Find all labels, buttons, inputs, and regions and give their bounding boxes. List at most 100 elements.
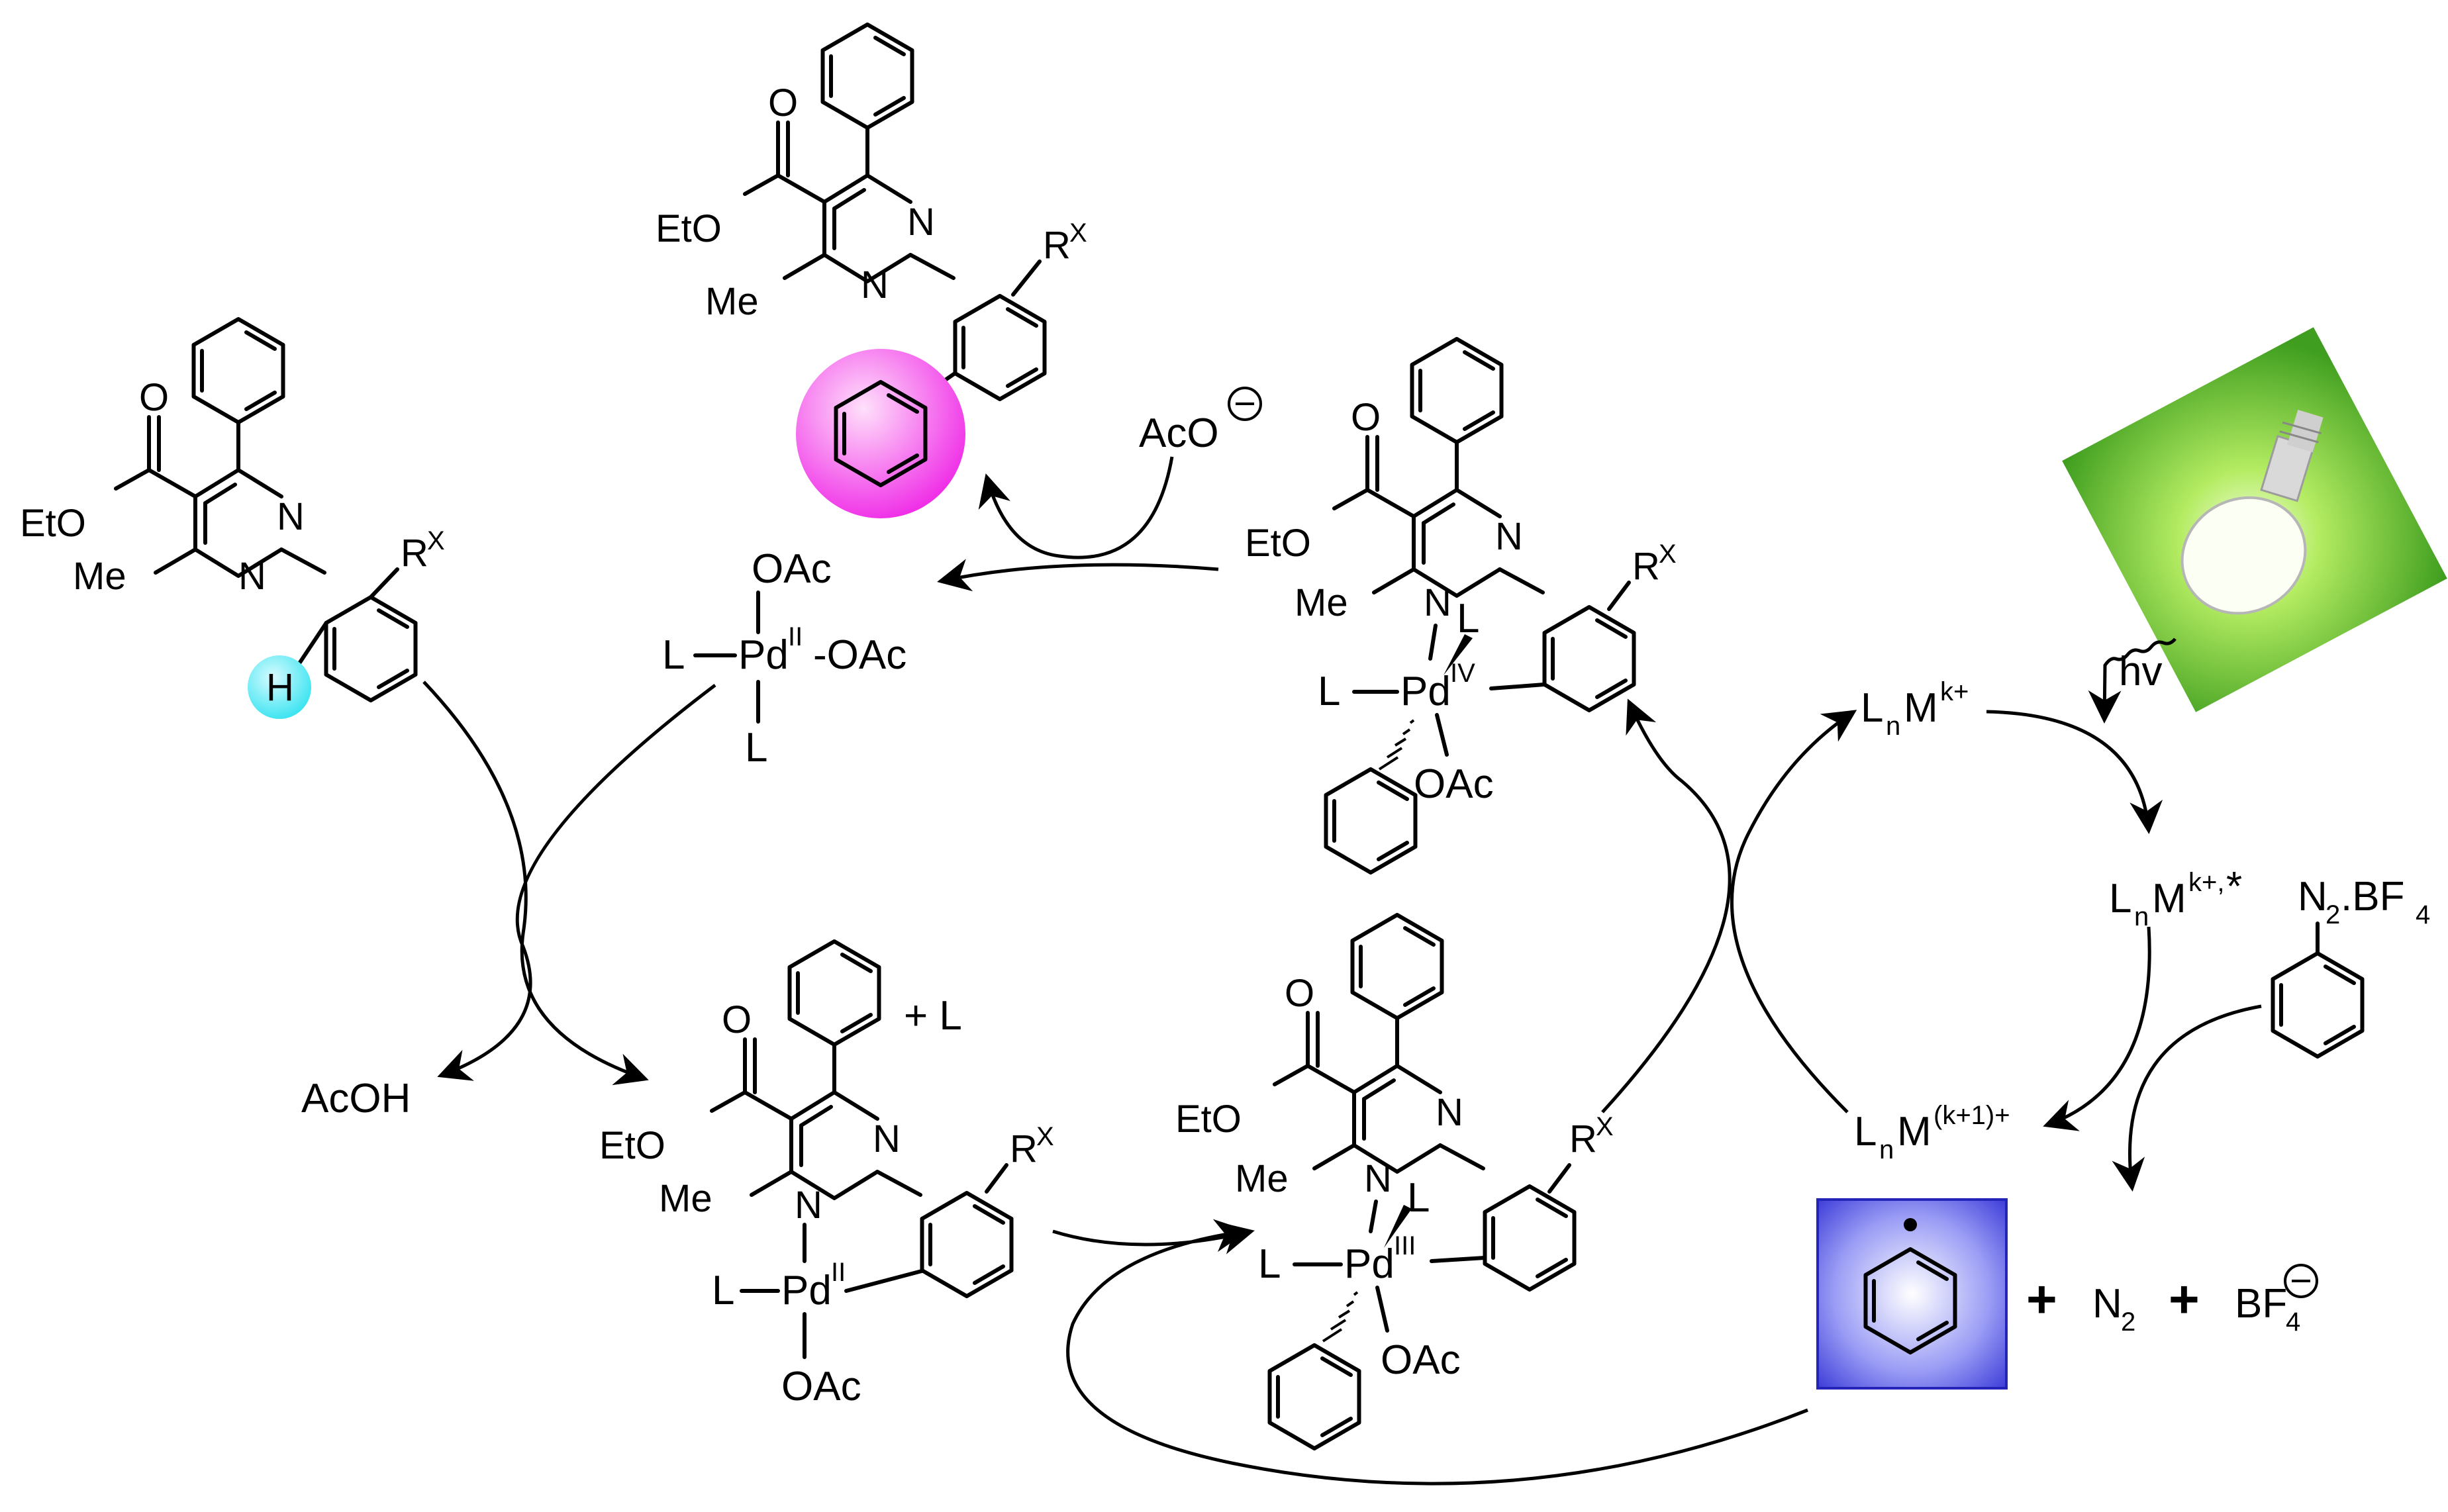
n-label: N (1364, 1157, 1392, 1200)
ester-label: EtO (656, 207, 722, 250)
n-label: N (1424, 581, 1451, 624)
n2-main: N (2298, 874, 2327, 920)
oac-right: -OAc (813, 632, 906, 678)
n-label: N (907, 201, 935, 244)
new-aryl-highlight (796, 349, 965, 518)
carbonyl-o-label: O (139, 376, 169, 419)
rx-label: R (1632, 545, 1660, 588)
pd-ox-sup: II (831, 1258, 846, 1287)
light-bulb-icon (2062, 327, 2447, 712)
methyl-label: Me (659, 1177, 712, 1220)
n2-sub: 2 (2121, 1307, 2135, 1337)
photon-arrow (2088, 638, 2177, 724)
set-arrow (2043, 926, 2151, 1131)
product: EtO O Me N N R X (656, 24, 1087, 518)
n-label: N (1495, 515, 1523, 558)
oac-label: OAc (1414, 761, 1494, 807)
pd-catalyst: OAc L Pd II -OAc L (662, 546, 906, 771)
product-release-arrow (978, 456, 1174, 559)
n-label: N (277, 495, 305, 538)
pc-metal: M (1897, 1109, 1932, 1155)
carbonyl-o-label: O (768, 81, 798, 124)
ligand-label: L (662, 632, 685, 678)
pc-l: L (1861, 685, 1883, 731)
rx-label: R (401, 532, 428, 575)
acetic-acid-label: AcOH (301, 1076, 411, 1121)
pc-metal: M (2152, 876, 2186, 921)
ligand-label: L (1457, 596, 1479, 641)
h-highlight (248, 655, 311, 719)
ligand-label: L (1258, 1241, 1281, 1287)
n2-sub: 2 (2326, 900, 2340, 929)
starting-material: EtO O Me N N H R X (20, 319, 445, 719)
oac-top: OAc (752, 546, 832, 592)
ester-label: EtO (599, 1124, 665, 1167)
bf4-sub: 4 (2286, 1307, 2300, 1337)
photocatalyst-excited: L n M k+, * (2109, 864, 2242, 931)
pc-sup: (k+1)+ (1934, 1101, 2010, 1130)
rx-label: R (1010, 1127, 1038, 1170)
methyl-label: Me (73, 555, 126, 598)
n2-label: N (2092, 1281, 2122, 1327)
cmd-arrow (437, 684, 716, 1081)
n-label: N (861, 263, 889, 307)
oac-label: OAc (1381, 1337, 1461, 1383)
bf-sub: 4 (2416, 900, 2430, 929)
radical-addition-arrow (1052, 1221, 1255, 1254)
rx-sup: X (1036, 1122, 1054, 1151)
pc-l: L (2109, 876, 2131, 921)
ester-label: EtO (1175, 1098, 1242, 1141)
ligand-label: L (1407, 1175, 1430, 1221)
byproducts: + N 2 + BF 4 (2026, 1264, 2318, 1337)
n-label: N (238, 555, 266, 598)
pc-star: * (2226, 864, 2242, 910)
pc-metal: M (1904, 685, 1938, 731)
ligand-label: L (712, 1268, 734, 1313)
palladacycle-pd2: EtO O Me N N R X Pd II L OAc (599, 941, 1054, 1409)
acetate-ion: AcO (1139, 387, 1262, 456)
h-label: H (266, 666, 294, 709)
rx-sup: X (1596, 1112, 1614, 1141)
pd-label: Pd (1344, 1241, 1395, 1287)
ester-label: EtO (1245, 522, 1311, 565)
pd-label: Pd (1400, 669, 1451, 714)
pc-sub: n (1886, 712, 1900, 741)
radical-formation-arrow (2112, 1004, 2262, 1192)
acetate-label: AcO (1139, 410, 1219, 456)
n-label: N (1436, 1091, 1463, 1134)
ch-activation-arrow (422, 681, 649, 1086)
ligand-label: L (745, 725, 767, 771)
pd-ox-sup: II (788, 622, 803, 651)
carbonyl-o-label: O (1351, 396, 1381, 439)
pc-l: L (1854, 1109, 1877, 1155)
pc-sub: n (2134, 902, 2149, 931)
pd-ox-sup: III (1394, 1231, 1416, 1260)
rx-sup: X (1659, 540, 1677, 569)
pd-ox-sup: IV (1450, 659, 1475, 688)
oac-label: OAc (781, 1364, 861, 1409)
ligand-label: L (1318, 669, 1340, 714)
pd3-intermediate: EtO O Me N N R X L Pd III L OAc (1175, 915, 1614, 1448)
pc-sup: k+ (1940, 677, 1969, 706)
bf-tail: .BF (2341, 874, 2404, 920)
plus-sign: + (2169, 1270, 2200, 1329)
radical-transfer-arrow (1066, 1219, 1808, 1486)
pd-label: Pd (738, 632, 789, 678)
pd-label: Pd (781, 1268, 832, 1313)
catalyst-regeneration-arrow (1730, 710, 1857, 1113)
oxidation-arrow (1601, 698, 1732, 1113)
n-label: N (873, 1117, 901, 1160)
plus-ligand: + L (904, 993, 962, 1039)
carbonyl-o-label: O (1285, 972, 1314, 1015)
rx-label: R (1569, 1117, 1597, 1160)
methyl-label: Me (705, 280, 759, 323)
photocatalyst-oxidized: L n M (k+1)+ (1854, 1101, 2010, 1164)
rx-label: R (1043, 224, 1071, 267)
photocatalyst-ground: L n M k+ (1861, 677, 1969, 741)
n-label: N (795, 1184, 822, 1227)
excitation-arrow (1986, 710, 2163, 834)
reductive-elimination-arrow (937, 559, 1219, 592)
methyl-label: Me (1295, 581, 1348, 624)
ester-label: EtO (20, 502, 86, 545)
